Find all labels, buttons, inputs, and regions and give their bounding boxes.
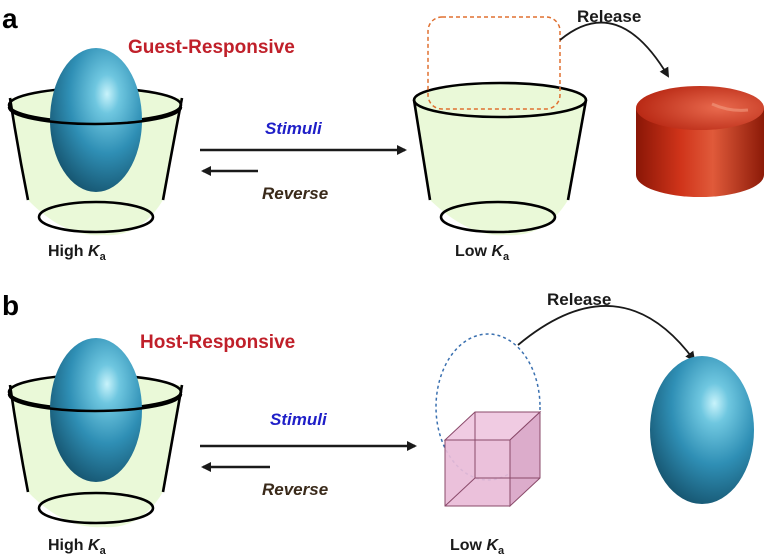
panel-a-left-label: High Ka (48, 243, 107, 263)
panel-b-reverse-label: Reverse (262, 480, 328, 499)
panel-b-right-label: Low Ka (450, 537, 505, 557)
panel-b-release-arrow (517, 305, 696, 362)
guest-departed-outline-a (427, 16, 561, 110)
panel-b-letter: b (2, 290, 19, 321)
panel-a-right-label: Low Ka (455, 243, 510, 263)
panel-b-left-label: High Ka (48, 537, 107, 557)
panel-a-stimuli-label: Stimuli (265, 119, 323, 138)
panel-a-letter: a (2, 3, 18, 34)
panel-b-heading: Host-Responsive (140, 332, 295, 353)
host-cup-with-guest-a (7, 48, 184, 236)
host-cup-empty-a (412, 81, 588, 236)
released-cylinder-guest (636, 86, 764, 197)
released-egg-guest (650, 356, 754, 504)
panel-a-release-label: Release (577, 7, 641, 26)
panel-a-release-arrow (559, 21, 670, 78)
panel-b-release-label: Release (547, 290, 611, 309)
panel-a-reverse-label: Reverse (262, 184, 328, 203)
panel-b-stimuli-label: Stimuli (270, 410, 328, 429)
collapsed-host-cube (443, 410, 542, 508)
guest-egg-a (50, 48, 142, 192)
panel-a-heading: Guest-Responsive (128, 37, 295, 58)
host-cup-with-guest-b (7, 338, 184, 528)
